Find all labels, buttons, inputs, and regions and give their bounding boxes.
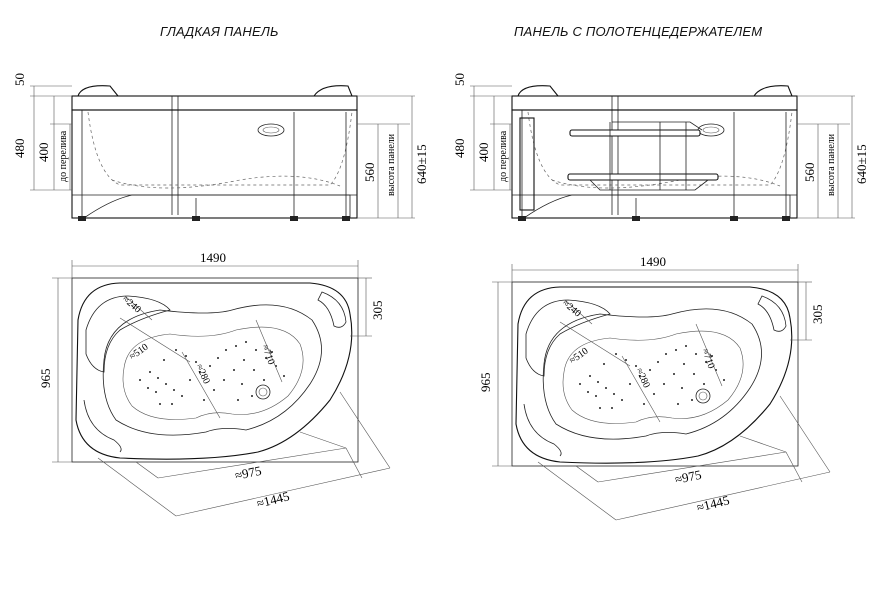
dim-560-right: 560	[802, 163, 817, 183]
dim-640-left: 640±15	[414, 144, 429, 184]
dim-1490-right: 1490	[640, 254, 666, 269]
dim-975-right: ≈975	[674, 467, 703, 487]
overflow-label-left: до перелива	[58, 130, 69, 182]
plan-view-right	[491, 263, 831, 521]
dim-50-right: 50	[452, 73, 467, 86]
dim-305-left: 305	[370, 301, 385, 321]
dim-965-right: 965	[478, 373, 493, 393]
dim-50-left: 50	[12, 73, 27, 86]
front-view-smooth	[29, 85, 416, 222]
dim-975-left: ≈975	[234, 463, 263, 483]
dim-560-left: 560	[362, 163, 377, 183]
dim-400-right: 400	[476, 143, 491, 163]
dim-640-right: 640±15	[854, 144, 869, 184]
dim-480-left: 480	[12, 139, 27, 159]
panel-height-label-left: высота панели	[386, 133, 397, 196]
dim-1445-left: ≈1445	[255, 488, 291, 511]
title-smooth-panel: ГЛАДКАЯ ПАНЕЛЬ	[160, 24, 279, 39]
panel-height-label-right: высота панели	[826, 133, 837, 196]
title-towel-holder-panel: ПАНЕЛЬ С ПОЛОТЕНЦЕДЕРЖАТЕЛЕМ	[514, 24, 763, 39]
dim-305-right: 305	[810, 305, 825, 325]
front-view-towel-holder	[469, 85, 856, 222]
overflow-label-right: до перелива	[498, 130, 509, 182]
dim-400-left: 400	[36, 143, 51, 163]
dim-965-left: 965	[38, 369, 53, 389]
dim-1445-right: ≈1445	[695, 492, 731, 515]
dim-1490-left: 1490	[200, 250, 226, 265]
plan-view-left	[51, 259, 391, 517]
dim-480-right: 480	[452, 139, 467, 159]
